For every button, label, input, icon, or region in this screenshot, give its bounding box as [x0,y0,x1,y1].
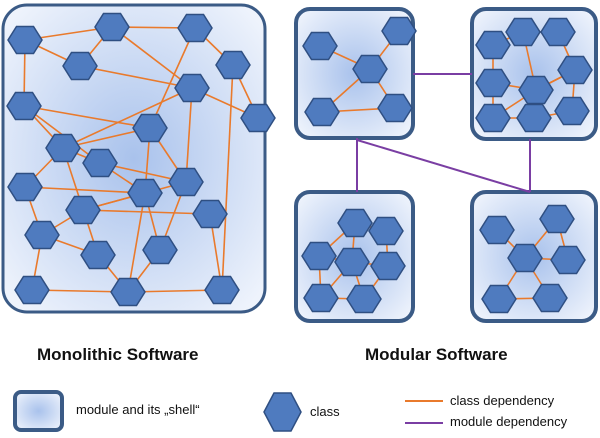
class-hexagon-icon [24,220,60,250]
class-hexagon-icon [481,284,517,314]
class-hexagon-icon [507,243,543,273]
class-hexagon-icon [142,235,178,265]
class-dependency-line [185,87,193,183]
class-hexagon-icon [554,96,590,126]
class-hexagon-icon [192,199,228,229]
class-hexagon-icon [532,283,568,313]
class-hexagon-icon [518,75,554,105]
modular-software-title: Modular Software [365,345,508,364]
class-hexagon-icon [505,17,541,47]
class-hexagon-icon [62,51,98,81]
class-hexagon-icon [82,148,118,178]
legend-module-dependency-label: module dependency [450,414,568,429]
class-hexagon-icon [204,275,240,305]
class-hexagon-icon [14,275,50,305]
class-hexagon-icon [45,133,81,163]
class-hexagon-icon [65,195,101,225]
class-hexagon-icon [557,55,593,85]
class-hexagon-icon [475,68,511,98]
class-hexagon-icon [540,17,576,47]
class-hexagon-icon [304,97,340,127]
class-hexagon-icon [177,13,213,43]
legend-class-dependency-label: class dependency [450,393,555,408]
legend-class-label: class [310,404,340,419]
class-hexagon-icon [539,204,575,234]
class-hexagon-icon [80,240,116,270]
class-hexagon-icon [132,113,168,143]
class-hexagon-icon [516,103,552,133]
class-hexagon-icon [346,284,382,314]
class-hexagon-icon [174,73,210,103]
class-hexagon-icon [127,178,163,208]
class-hexagon-icon [368,216,404,246]
class-hexagon-icon [7,172,43,202]
class-dependency-line [111,26,193,89]
classes [6,12,593,314]
class-dependency-line [24,186,146,194]
class-hexagon-icon [475,103,511,133]
monolithic-software-title: Monolithic Software [37,345,199,364]
module-dependencies [356,73,531,193]
class-hexagon-icon [7,25,43,55]
class-dependency-line [127,192,146,293]
class-hexagon-icon [301,241,337,271]
class-dependency-line [221,64,234,291]
class-hexagon-icon [370,251,406,281]
class-hexagon-icon [6,91,42,121]
class-dependency-line [62,87,193,149]
class-hexagon-icon [215,50,251,80]
class-hexagon-icon [377,93,413,123]
class-hexagon-icon [337,208,373,238]
class-dependency-line [82,209,211,215]
class-dependency-line [23,105,151,129]
class-hexagon-icon [550,245,586,275]
class-dependency-line [149,27,196,129]
class-hexagon-icon [334,247,370,277]
class-hexagon-icon [475,30,511,60]
class-hexagon-icon [303,283,339,313]
legend-module-swatch [13,390,64,432]
class-hexagon-icon [110,277,146,307]
legend-class-hexagon-icon [263,392,302,432]
class-hexagon-icon [302,31,338,61]
legend-module-label: module and its „shell“ [76,402,200,417]
class-hexagon-icon [240,103,276,133]
class-hexagon-icon [381,16,417,46]
class-hexagon-icon [168,167,204,197]
class-hexagon-icon [479,215,515,245]
class-dependency-line [79,65,193,89]
class-hexagon-icon [352,54,388,84]
class-hexagon-icon [94,12,130,42]
